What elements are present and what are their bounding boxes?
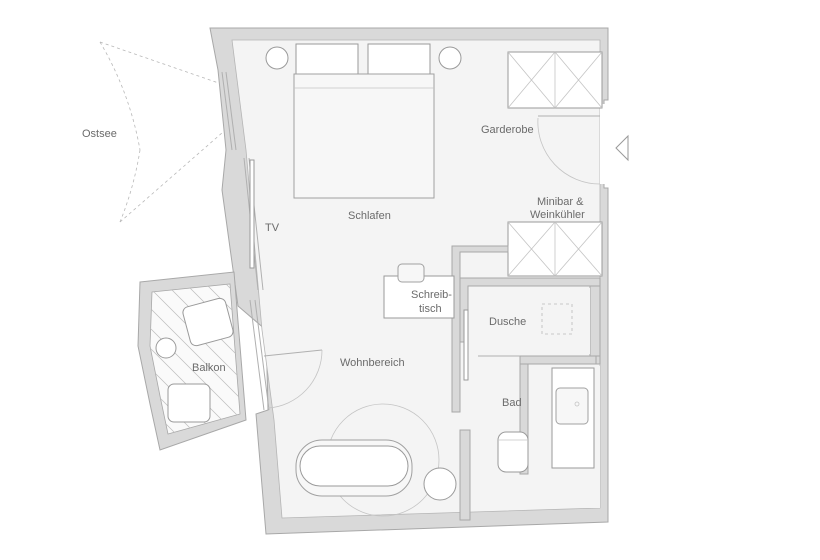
label-wardrobe: Garderobe: [481, 124, 534, 136]
label-living: Wohnbereich: [340, 357, 405, 369]
label-sleeping: Schlafen: [348, 210, 391, 222]
wardrobe: [507, 51, 603, 109]
label-shower: Dusche: [489, 316, 526, 328]
label-sea: Ostsee: [82, 128, 117, 140]
balcony: [137, 271, 247, 451]
label-balcony: Balkon: [192, 362, 226, 374]
tv-unit: [249, 159, 255, 269]
label-tv: TV: [265, 222, 280, 234]
label-minibar-2: Weinkühler: [530, 209, 585, 221]
label-bath: Bad: [502, 397, 522, 409]
entrance-opening: [600, 104, 614, 184]
shower: [463, 288, 590, 381]
living-furniture: [295, 403, 457, 517]
desk: [383, 263, 455, 319]
entrance-arrow-icon: [615, 134, 629, 162]
label-desk-1: Schreib-: [411, 289, 452, 301]
minibar-cabinet: [507, 221, 603, 277]
label-minibar-1: Minibar &: [537, 196, 584, 208]
label-desk-2: tisch: [419, 303, 442, 315]
bed: [265, 43, 462, 199]
bathroom-fixtures: [497, 366, 600, 508]
balcony-door: [263, 349, 323, 409]
bathroom-walls: [451, 245, 601, 521]
entrance-door: [537, 115, 601, 185]
